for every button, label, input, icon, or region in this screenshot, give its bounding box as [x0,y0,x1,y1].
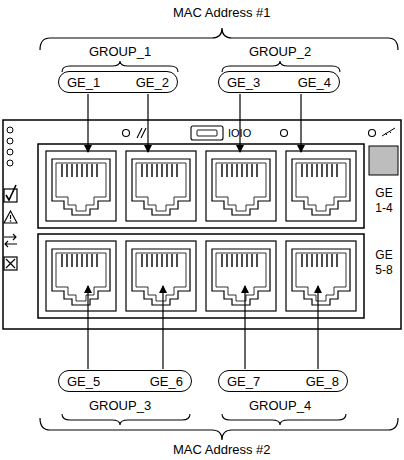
group-label: MAC Address #1 [173,5,271,20]
port-range-label: GE 5-8 [371,248,397,278]
group-label: GROUP_2 [249,44,311,59]
port-range-label: GE 1-4 [371,186,397,216]
port-name: GE_6 [150,374,183,389]
group-label: MAC Address #2 [173,442,271,457]
port-name: GE_8 [306,374,339,389]
group-label: IOIO [228,126,251,141]
port-name: GE_3 [227,75,260,90]
group-label: GROUP_4 [249,398,311,413]
port-group-pill: GE_5 GE_6 [58,370,192,392]
port-group-pill: GE_3 GE_4 [218,71,340,93]
group-label: GROUP_3 [89,398,151,413]
port-name: GE_1 [67,75,100,90]
port-group-pill: GE_7 GE_8 [218,370,348,392]
group-label: GROUP_1 [89,44,151,59]
port-name: GE_5 [67,374,100,389]
port-name: GE_2 [136,75,169,90]
port-name: GE_4 [298,75,331,90]
port-name: GE_7 [227,374,260,389]
port-group-pill: GE_1 GE_2 [58,71,178,93]
